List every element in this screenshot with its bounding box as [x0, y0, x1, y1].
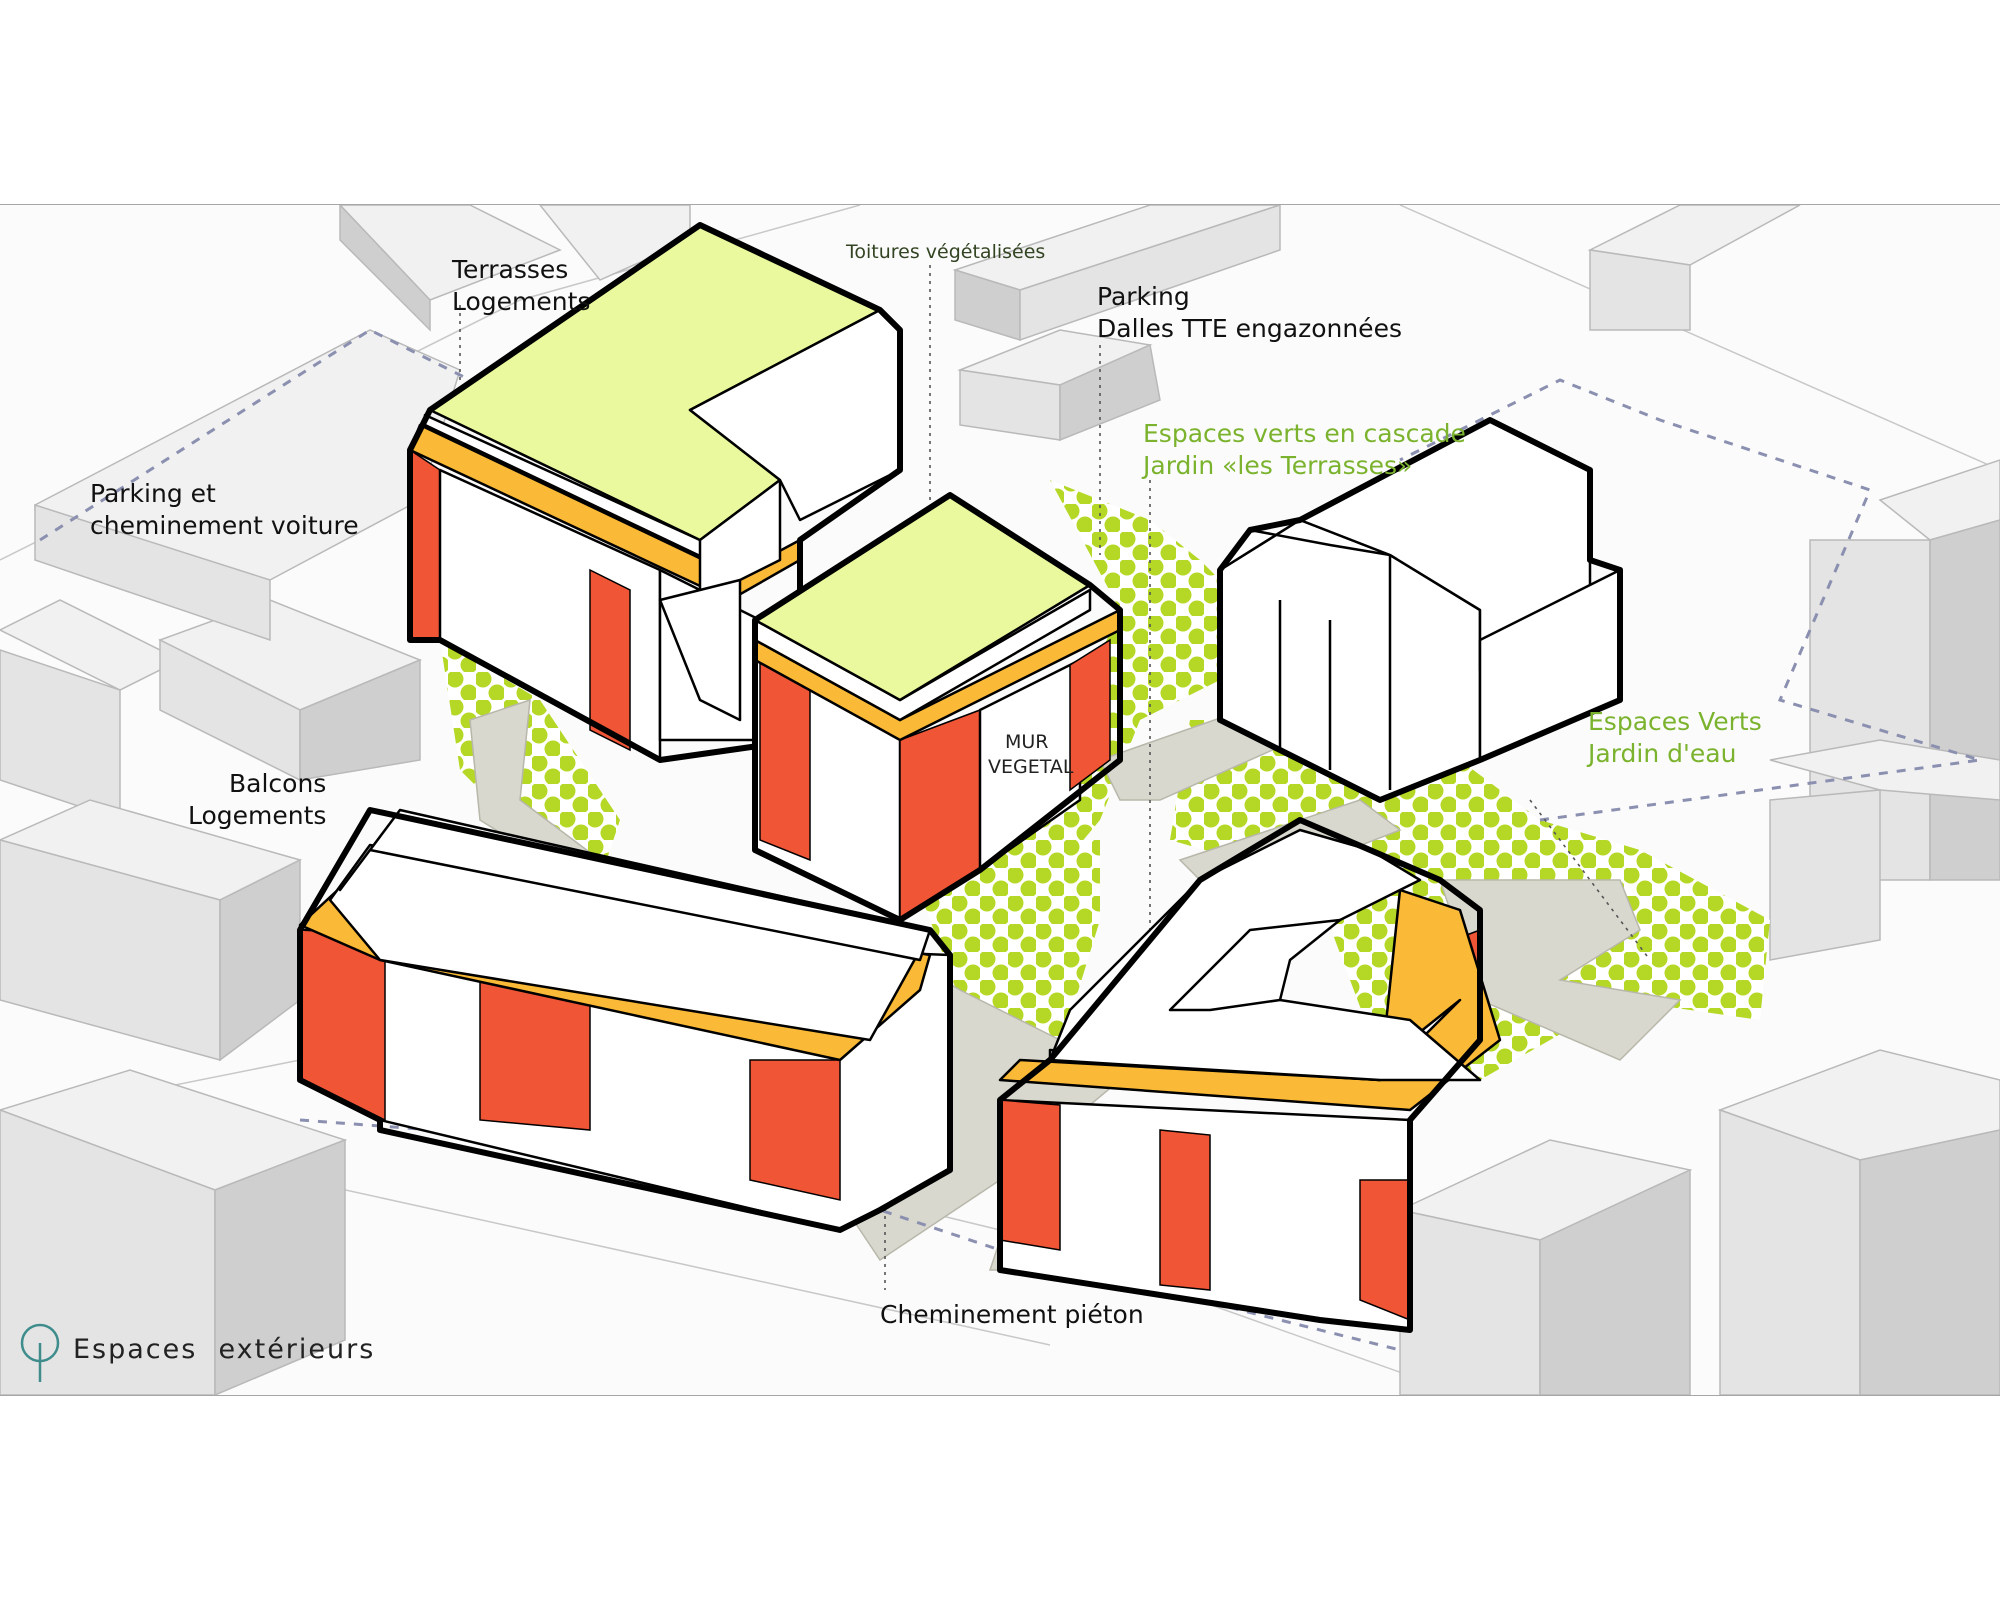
legend: Espaces extérieurs [20, 1323, 375, 1382]
building-courtyard [997, 817, 1502, 1333]
label-espaces-verts-eau-line1: Espaces Verts [1588, 707, 1762, 736]
building-existing-house [1217, 417, 1623, 803]
label-terrasses-line1: Terrasses [451, 255, 568, 284]
tree-icon [20, 1323, 60, 1382]
building-balcons [297, 807, 953, 1233]
label-toitures-vegetalisees: Toitures végétalisées [845, 241, 1045, 263]
building-terrasses [407, 222, 903, 763]
label-espaces-cascade-line2: Jardin «les Terrasses» [1141, 451, 1412, 480]
label-balcons-line2: Logements [188, 801, 326, 830]
label-mur-line2: VEGETAL [988, 756, 1074, 778]
legend-text: Espaces extérieurs [73, 1334, 375, 1365]
label-balcons-line1: Balcons [229, 769, 326, 798]
label-parking-voiture-line2: cheminement voiture [90, 511, 359, 540]
label-parking-line2: Dalles TTE engazonnées [1097, 314, 1402, 343]
label-terrasses-line2: Logements [452, 287, 590, 316]
label-espaces-verts-eau-line2: Jardin d'eau [1586, 739, 1736, 768]
label-cheminement-pieton: Cheminement piéton [880, 1300, 1144, 1329]
diagram-labels: Terrasses Logements Toitures végétalisée… [90, 241, 1762, 1329]
label-espaces-cascade-line1: Espaces verts en cascade [1143, 419, 1466, 448]
label-parking-voiture-line1: Parking et [90, 479, 216, 508]
context-buildings [0, 205, 2000, 1395]
leader-lines [459, 265, 1651, 1290]
label-mur-line1: MUR [1005, 731, 1049, 753]
label-parking-line1: Parking [1097, 282, 1190, 311]
building-mur-vegetal [752, 492, 1123, 923]
